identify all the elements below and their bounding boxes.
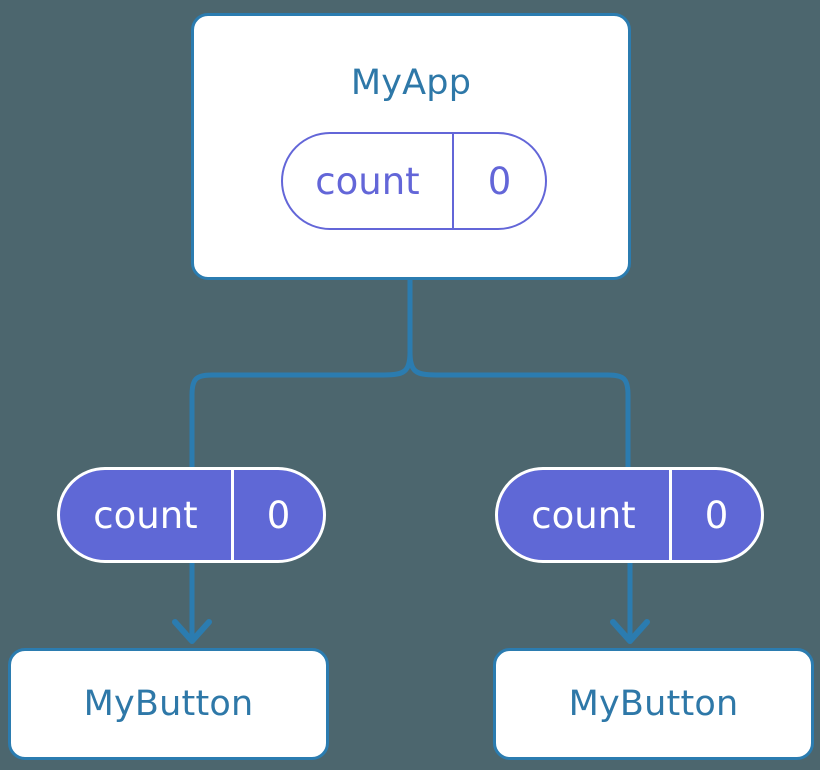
state-pill-value: 0 [487,159,512,203]
state-pill-myapp[interactable]: count 0 [281,132,547,230]
prop-arrow-right-head [610,619,650,644]
component-title-mybutton-right: MyButton [568,683,739,724]
prop-pill-left-label: count [60,470,234,560]
prop-pill-left-value: 0 [266,493,291,537]
prop-arrow-left-head [172,619,212,644]
state-pill-label: count [283,134,454,228]
fork-branch-right [407,351,631,505]
prop-pill-right-label: count [498,470,672,560]
component-title-myapp: MyApp [350,63,472,103]
component-title-mybutton-left: MyButton [83,683,254,724]
component-node-mybutton-right[interactable]: MyButton [493,648,814,760]
prop-pill-left[interactable]: count 0 [57,467,326,563]
prop-pill-right-value: 0 [704,493,729,537]
component-node-myapp[interactable]: MyApp count 0 [191,13,631,280]
component-node-mybutton-left[interactable]: MyButton [8,648,329,760]
fork-branch-left [189,351,413,505]
prop-pill-right[interactable]: count 0 [495,467,764,563]
